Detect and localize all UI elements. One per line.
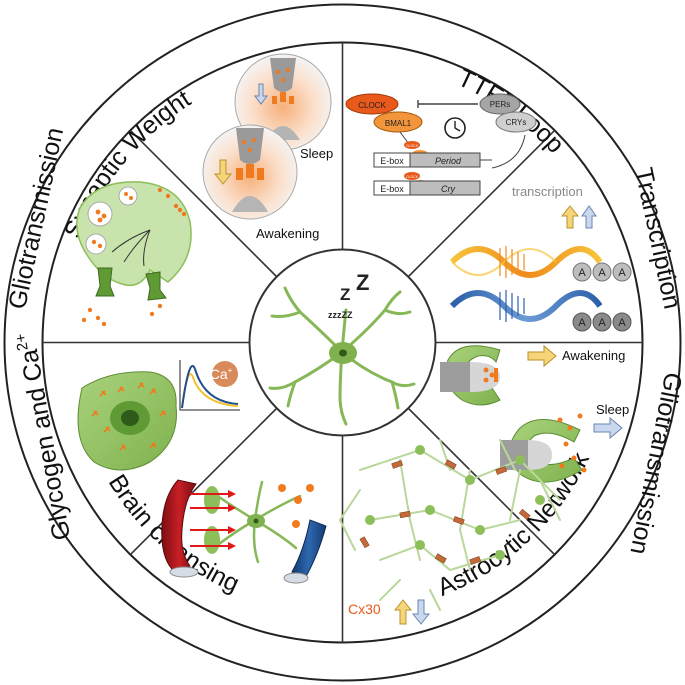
polya-4: A [578,317,586,329]
ebox-1: E-box [380,156,404,166]
ttfl-clock-label: CLOCK [358,101,386,110]
brain-cleansing-sector [161,479,327,584]
ttfl-sector: CLOCK BMAL1 PERs CRYs CLOCK BMAL1 E-box … [345,93,537,196]
center-astrocyte: zzzZZ Z Z [248,248,437,437]
transcription-sector: transcription A A A A A A [449,184,632,332]
ca-label: Ca+ [210,366,233,382]
transcription-label: transcription [512,184,583,199]
glycogen-granules [91,382,167,451]
ttfl-crys-label: CRYs [506,118,527,127]
ttfl-pers-label: PERs [490,100,510,109]
glycogen-sector: Ca+ [77,360,240,471]
astrocytic-network-sector: Cx30 [338,439,561,625]
polya-6: A [618,317,626,329]
clock-icon [444,117,466,139]
sleep-symbol: zzzZZ [328,310,353,320]
gliotransmission-right-sector: Awakening Sleep [440,344,629,483]
astro-network-somata [365,445,545,560]
glio-sleep-label: Sleep [596,402,629,417]
cx30-label: Cx30 [348,601,381,617]
sector-dividers [42,42,643,643]
synaptic-awakening-label: Awakening [256,226,319,241]
sleep-z-large: Z [356,270,369,295]
mini-clock-2: CLOCK [406,175,419,179]
ttfl-bmal1-label: BMAL1 [385,119,412,128]
polya-5: A [598,317,606,329]
mini-clock-1: CLOCK [406,144,419,148]
gene-cry: Cry [441,184,455,194]
polya-1: A [578,267,586,279]
polya-3: A [618,267,626,279]
synaptic-sleep-label: Sleep [300,146,333,161]
gap-junctions [359,459,531,565]
polya-2: A [598,267,606,279]
flow-arrows [190,490,236,550]
ebox-2: E-box [380,184,404,194]
synaptic-weight-sector: Sleep Awakening [202,53,333,241]
sleep-z-medium: Z [340,285,350,304]
gliotransmission-left-sector [76,181,192,327]
glio-awakening-label: Awakening [562,348,625,363]
gene-period: Period [435,156,462,166]
